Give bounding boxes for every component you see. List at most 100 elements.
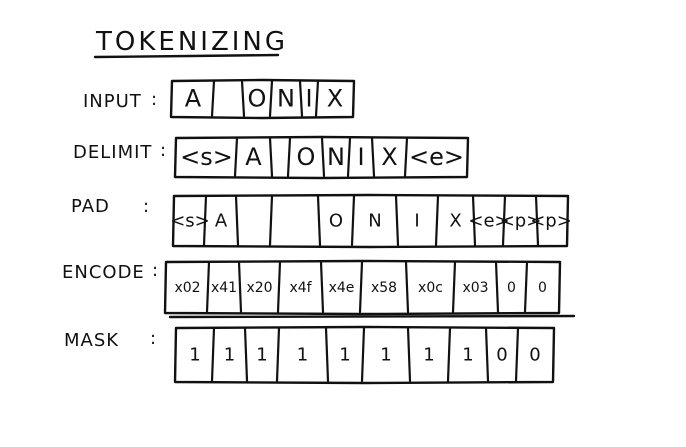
delimit-cell-divider [286, 136, 292, 178]
mask-cell-divider [406, 326, 412, 383]
encode-cell-divider [523, 260, 529, 314]
encode-cell-divider [205, 260, 211, 314]
pad-cell-divider [234, 194, 240, 247]
input-cell-divider [240, 79, 246, 118]
label-input-colon: : [151, 89, 158, 110]
mask-token-cell: 1 [423, 345, 434, 366]
encode-token-cell: x20 [246, 280, 272, 296]
input-cell-divider [210, 79, 216, 118]
encode-token-cell: x4f [289, 280, 312, 296]
mask-token-cell: 1 [189, 345, 200, 366]
encode-cell-divider [276, 260, 282, 314]
mask-token-cell: 1 [380, 345, 391, 366]
encode-token-cell: x41 [211, 280, 237, 296]
delimit-cell-divider [320, 136, 326, 178]
mask-cell-divider [446, 326, 452, 383]
pad-cell-divider [350, 194, 356, 247]
mask-cell-divider [324, 326, 330, 383]
input-token-cell: I [305, 85, 312, 113]
delimit-cell-divider [370, 136, 376, 178]
pad-cell-divider [394, 194, 400, 247]
encode-token-cell: x58 [371, 280, 397, 296]
encode-token-cell: x02 [174, 280, 200, 296]
encode-cell-divider [494, 260, 500, 314]
encode-cell-divider [404, 260, 410, 314]
encode-cell-divider [358, 260, 364, 314]
delimit-token-cell: X [381, 143, 397, 171]
input-token-cell: A [185, 85, 202, 113]
label-encode: ENCODE [62, 262, 145, 283]
input-token-cell: O [248, 85, 267, 113]
label-mask-colon: : [150, 328, 157, 349]
mask-token-cell: 1 [462, 345, 473, 366]
title-underline [93, 53, 280, 59]
pad-token-cell: X [449, 211, 461, 232]
delimit-token-cell: O [297, 143, 316, 171]
encode-token-cell: x03 [462, 280, 488, 296]
row-encode: x02 x41 x20 x4f x4e x58 x0c x03 0 0 [163, 259, 576, 319]
delimit-cell-divider [346, 136, 352, 178]
encode-cell-divider [237, 260, 243, 314]
input-token-cell: N [277, 85, 295, 113]
pad-token-cell: I [414, 211, 419, 232]
delimit-cell-divider [233, 136, 239, 178]
pad-cell-divider [434, 194, 440, 247]
mask-cell-divider [243, 326, 249, 383]
encode-row-underline [168, 314, 576, 319]
pad-cell-divider [202, 194, 208, 247]
delimit-token-cell: N [327, 143, 345, 171]
pad-cell-divider [534, 194, 540, 247]
mask-cell-divider [275, 326, 281, 383]
encode-token-cell: x0c [418, 280, 443, 296]
delimit-token-cell: A [245, 143, 262, 171]
input-token-cell: X [327, 85, 343, 113]
mask-token-cell: 1 [256, 345, 267, 366]
mask-token-cell: 0 [496, 345, 507, 366]
mask-token-cell: 1 [297, 345, 308, 366]
label-mask: MASK [64, 330, 119, 351]
delimit-token-cell: I [357, 143, 364, 171]
encode-token-cell: 0 [507, 280, 516, 296]
pad-token-cell: O [329, 211, 343, 232]
delimit-token-cell: <e> [409, 143, 464, 171]
pad-cell-divider [268, 194, 274, 247]
delimit-token-cell: <s> [180, 143, 233, 171]
label-input: INPUT [83, 91, 142, 112]
encode-token-cell: 0 [538, 280, 547, 296]
mask-token-cell: 1 [339, 345, 350, 366]
delimit-row-box [173, 135, 470, 180]
label-delimit-colon: : [160, 140, 167, 161]
input-cell-divider [314, 79, 320, 118]
mask-cell-divider [514, 326, 520, 383]
encode-token-cell: x4e [329, 280, 355, 296]
pad-token-cell: N [368, 211, 381, 232]
label-pad-colon: : [143, 196, 150, 217]
mask-cell-divider [484, 326, 490, 383]
pad-token-cell: A [215, 211, 228, 232]
mask-cell-divider [210, 326, 216, 383]
input-cell-divider [268, 79, 274, 118]
delimit-cell-divider [403, 136, 409, 178]
pad-token-cell: <s> [170, 211, 210, 232]
mask-cell-divider [360, 326, 366, 383]
pad-token-cell: <e> [468, 211, 509, 232]
label-delimit: DELIMIT [73, 142, 152, 163]
input-cell-divider [298, 79, 304, 118]
pad-cell-divider [471, 194, 477, 247]
mask-token-cell: 1 [224, 345, 235, 366]
delimit-cell-divider [268, 136, 274, 178]
label-pad: PAD [71, 196, 110, 217]
mask-token-cell: 0 [529, 345, 540, 366]
encode-cell-divider [319, 260, 325, 314]
pad-token-cell: <p> [500, 211, 542, 232]
label-encode-colon: : [152, 260, 159, 281]
pad-token-cell: <p> [530, 211, 572, 232]
diagram-title: TOKENIZING [95, 27, 288, 57]
pad-row-box [171, 193, 570, 249]
encode-cell-divider [451, 260, 457, 314]
